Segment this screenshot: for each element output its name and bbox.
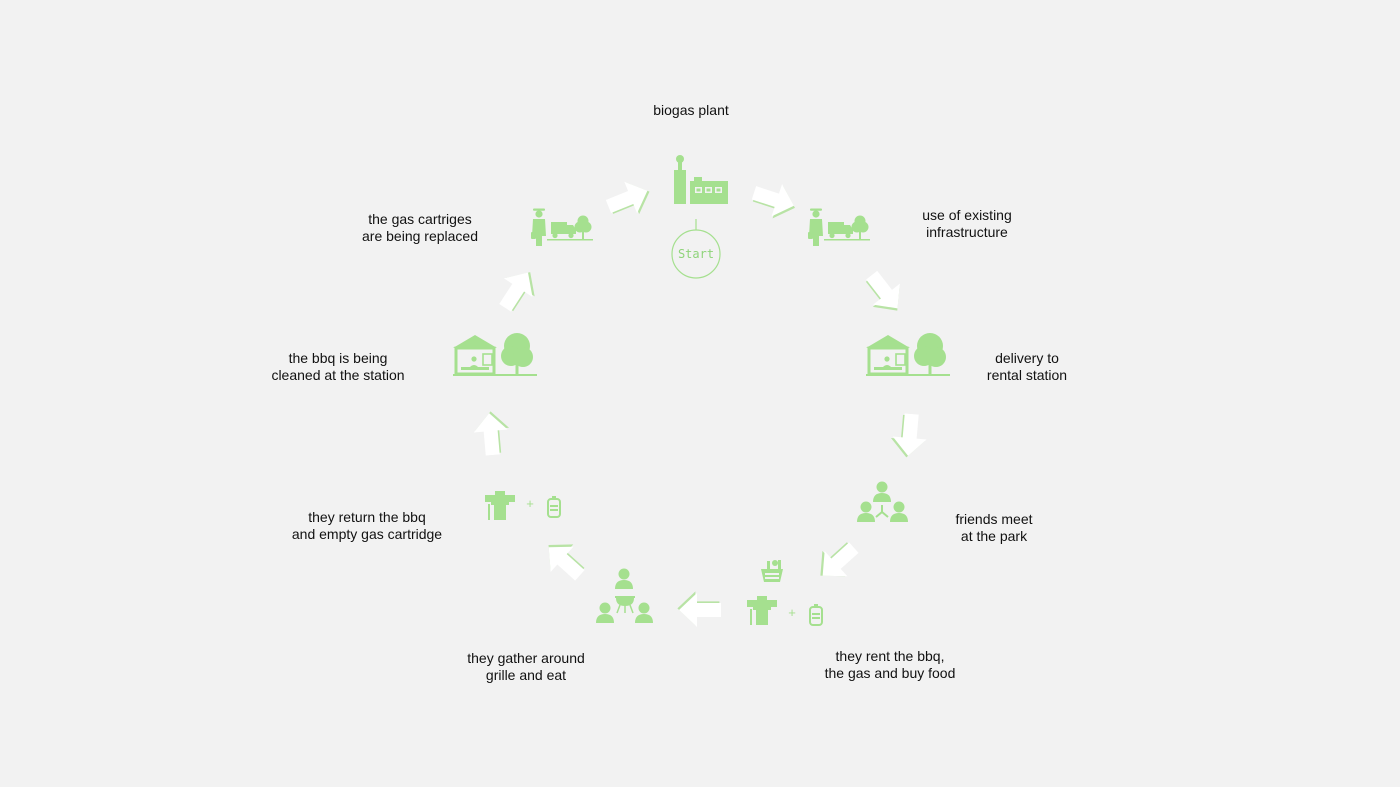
food-basket-icon <box>761 560 783 582</box>
rental-station-icon <box>451 331 539 378</box>
plus-sign: + <box>788 605 796 620</box>
label-return-bbq: they return the bbq and empty gas cartri… <box>292 509 442 543</box>
worker-truck-icon <box>808 208 870 246</box>
label-line: cleaned at the station <box>271 367 405 383</box>
label-line: they rent the bbq, <box>835 648 945 664</box>
label-line: delivery to <box>995 350 1059 366</box>
bbq-icon <box>485 491 515 520</box>
label-delivery-rental-station: delivery to rental station <box>987 350 1067 384</box>
label-gather-eat: they gather around grille and eat <box>467 650 585 684</box>
label-cartridges-replaced: the gas cartriges are being replaced <box>362 211 478 245</box>
flow-arrow <box>889 412 929 459</box>
gather-grill-icon <box>596 568 653 623</box>
rental-station-icon <box>864 331 952 378</box>
label-rent-bbq: they rent the bbq, the gas and buy food <box>825 648 956 682</box>
plus-sign: + <box>526 496 534 511</box>
label-line: biogas plant <box>653 102 729 118</box>
label-friends-meet: friends meet at the park <box>955 511 1032 545</box>
label-line: infrastructure <box>926 224 1008 240</box>
worker-truck-icon <box>531 208 593 246</box>
flow-arrow <box>602 174 656 224</box>
label-line: they gather around <box>467 650 585 666</box>
start-marker: Start <box>671 219 721 279</box>
label-line: grille and eat <box>485 667 567 683</box>
flow-arrow <box>748 176 801 224</box>
flow-arrow <box>472 409 512 457</box>
flow-arrow <box>677 591 721 627</box>
label-line: friends meet <box>955 511 1033 527</box>
flow-arrow <box>490 261 545 318</box>
label-line: are being replaced <box>362 228 478 244</box>
friends-group-icon <box>857 481 908 522</box>
flow-arrow <box>536 532 593 589</box>
label-line: the gas and buy food <box>824 665 956 681</box>
label-existing-infrastructure: use of existing infrastructure <box>922 207 1012 241</box>
start-label: Start <box>678 247 714 261</box>
bbq-icon <box>747 596 777 625</box>
label-line: they return the bbq <box>308 509 426 525</box>
label-line: the bbq is being <box>288 350 388 366</box>
label-line: and empty gas cartridge <box>291 526 443 542</box>
label-biogas-plant: biogas plant <box>653 102 729 119</box>
label-line: the gas cartriges <box>368 211 472 227</box>
label-bbq-cleaned: the bbq is being cleaned at the station <box>271 350 404 384</box>
biogas-plant-icon <box>674 155 728 204</box>
flow-arrow <box>857 264 912 322</box>
label-line: use of existing <box>922 207 1012 223</box>
flow-arrow <box>809 533 866 590</box>
label-line: at the park <box>960 528 1028 544</box>
gas-cartridge-icon <box>809 603 823 626</box>
gas-cartridge-icon <box>547 495 561 518</box>
label-line: rental station <box>986 367 1068 383</box>
